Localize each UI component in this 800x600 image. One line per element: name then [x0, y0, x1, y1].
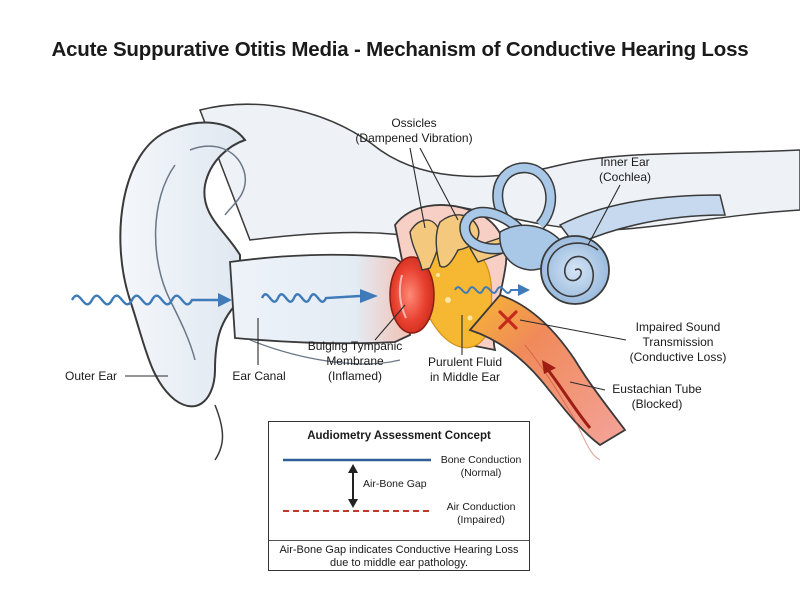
pinna-shape — [119, 121, 247, 408]
tympanic-membrane-highlight — [398, 274, 407, 319]
sound-wave-arrow — [518, 284, 530, 296]
audiometry-graph — [283, 458, 431, 512]
cochlea-spiral — [547, 242, 599, 298]
eustachian-tube-outer — [524, 344, 601, 461]
label-ossicles: Ossicles(Dampened Vibration) — [355, 116, 473, 145]
label-bone-conduction: Bone Conduction(Normal) — [440, 454, 522, 479]
gap-arrowhead-up — [348, 464, 358, 473]
leader-ossicles-1 — [409, 147, 426, 229]
label-air-conduction: Air Conduction(Impaired) — [446, 501, 516, 526]
semicircular-canal-1-fill — [493, 163, 555, 228]
fluid-bubble — [467, 315, 473, 321]
leader-tympanic — [374, 304, 406, 341]
label-air-bone-gap: Air-Bone Gap — [363, 478, 427, 490]
label-ear-canal: Ear Canal — [232, 369, 286, 383]
label-eustachian-tube: Eustachian Tube(Blocked) — [612, 382, 702, 411]
semicircular-canal-2-fill — [460, 208, 523, 253]
label-inner-ear: Inner Ear(Cochlea) — [598, 155, 652, 184]
audiometry-title: Audiometry Assessment Concept — [307, 430, 491, 442]
fluid-bubble — [445, 297, 451, 303]
blocked-tube-arrowhead — [542, 360, 556, 374]
leader-eustachian — [569, 381, 606, 391]
page-title: Acute Suppurative Otitis Media - Mechani… — [51, 38, 749, 61]
auditory-nerve — [558, 194, 726, 246]
pinna-helix-fold — [189, 145, 247, 216]
blocked-x-icon — [498, 310, 518, 330]
sound-wave-outer — [70, 294, 218, 306]
fluid-bubble — [436, 273, 440, 277]
leader-inner-ear — [587, 184, 621, 246]
pinna-inner-fold — [154, 164, 196, 361]
leader-ossicles-2 — [419, 147, 459, 221]
sound-wave-middle — [454, 286, 518, 294]
leader-impaired — [519, 319, 627, 341]
label-outer-ear: Outer Ear — [65, 369, 118, 383]
jaw-contour — [214, 404, 224, 461]
gap-arrowhead-down — [348, 499, 358, 508]
sound-wave-canal — [260, 293, 361, 303]
blocked-tube-arrow — [546, 369, 592, 429]
sound-wave-arrow — [218, 293, 232, 307]
sound-wave-arrow — [360, 289, 378, 303]
lower-contour — [249, 339, 401, 365]
audiometry-panel: Audiometry Assessment Concept Air-Bone G… — [268, 421, 530, 571]
audiometry-footer: Air-Bone Gap indicates Conductive Hearin… — [269, 540, 529, 570]
